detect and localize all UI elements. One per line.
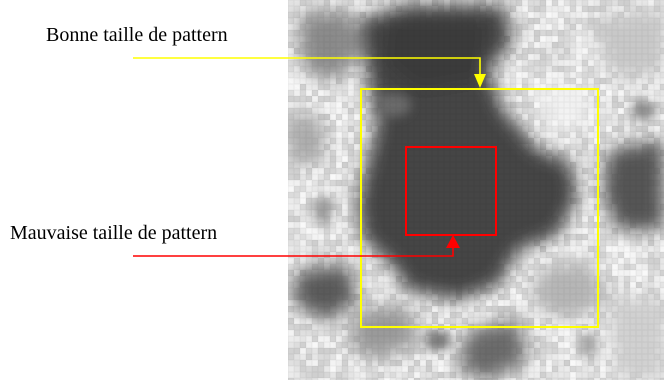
pixel-grid <box>288 0 664 380</box>
good-pattern-label: Bonne taille de pattern <box>46 24 228 46</box>
bad-pattern-label: Mauvaise taille de pattern <box>10 222 218 244</box>
texture-image <box>288 0 664 380</box>
texture-svg <box>288 0 664 380</box>
